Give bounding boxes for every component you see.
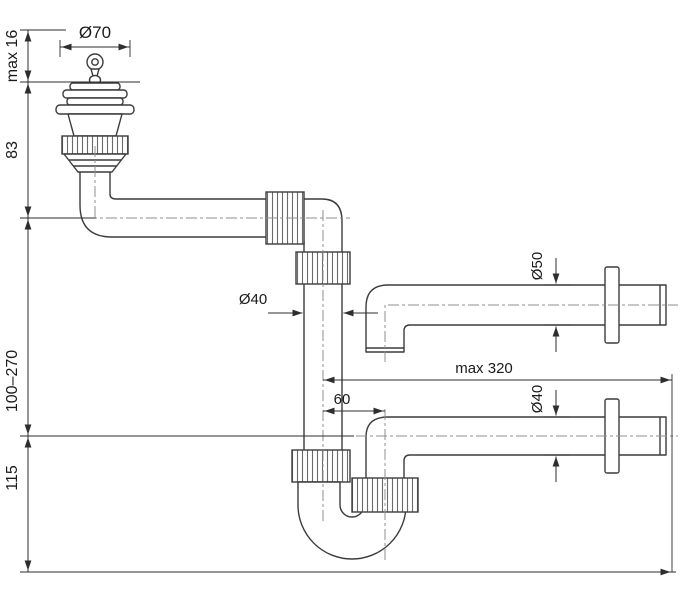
upper-pipe-outline — [365, 284, 667, 353]
standpipe-bottom-nut — [291, 449, 351, 483]
label-trap-offset: 60 — [334, 391, 351, 408]
outlet-pipe-lower — [351, 398, 667, 513]
dimension-upper-outlet-diameter: Ø50 — [529, 252, 570, 352]
u-bend-trap — [297, 481, 407, 560]
label-adjustable-height: 100–270 — [4, 350, 21, 412]
standpipe-tube — [303, 281, 343, 455]
waste-flange — [55, 104, 135, 115]
label-mount-thickness: max 16 — [4, 30, 21, 83]
centerline — [384, 304, 678, 362]
dimension-plug-diameter: Ø70 — [59, 23, 131, 57]
waste-body — [67, 113, 123, 137]
plug-lift-ring-hole — [91, 58, 99, 66]
plug-rib — [62, 89, 128, 99]
dimension-trap-offset: 60 — [323, 391, 385, 415]
plug-rib — [66, 97, 124, 106]
label-plug-diameter: Ø70 — [79, 23, 111, 42]
plug-rib — [69, 82, 121, 91]
outlet-elbow-outline — [365, 416, 667, 484]
inlet-assembly — [79, 167, 343, 255]
dimension-horizontal-reach: max 320 — [323, 360, 673, 572]
label-lower-outlet-diameter: Ø40 — [529, 385, 546, 413]
dimension-lower-outlet-diameter: Ø40 — [529, 385, 570, 482]
u-bend-outline — [297, 481, 407, 560]
label-pipe-diameter: Ø40 — [239, 291, 267, 308]
standpipe — [291, 251, 351, 483]
label-trap-depth: 115 — [4, 465, 21, 491]
left-dimension-chain: max 16 83 100–270 115 — [4, 29, 676, 576]
outlet-pipe-upper — [365, 266, 667, 353]
label-inlet-height: 83 — [4, 141, 21, 159]
dimension-pipe-diameter: Ø40 — [239, 291, 378, 317]
label-upper-outlet-diameter: Ø50 — [529, 252, 546, 280]
centerlines — [86, 146, 678, 560]
label-horizontal-reach: max 320 — [455, 360, 513, 377]
